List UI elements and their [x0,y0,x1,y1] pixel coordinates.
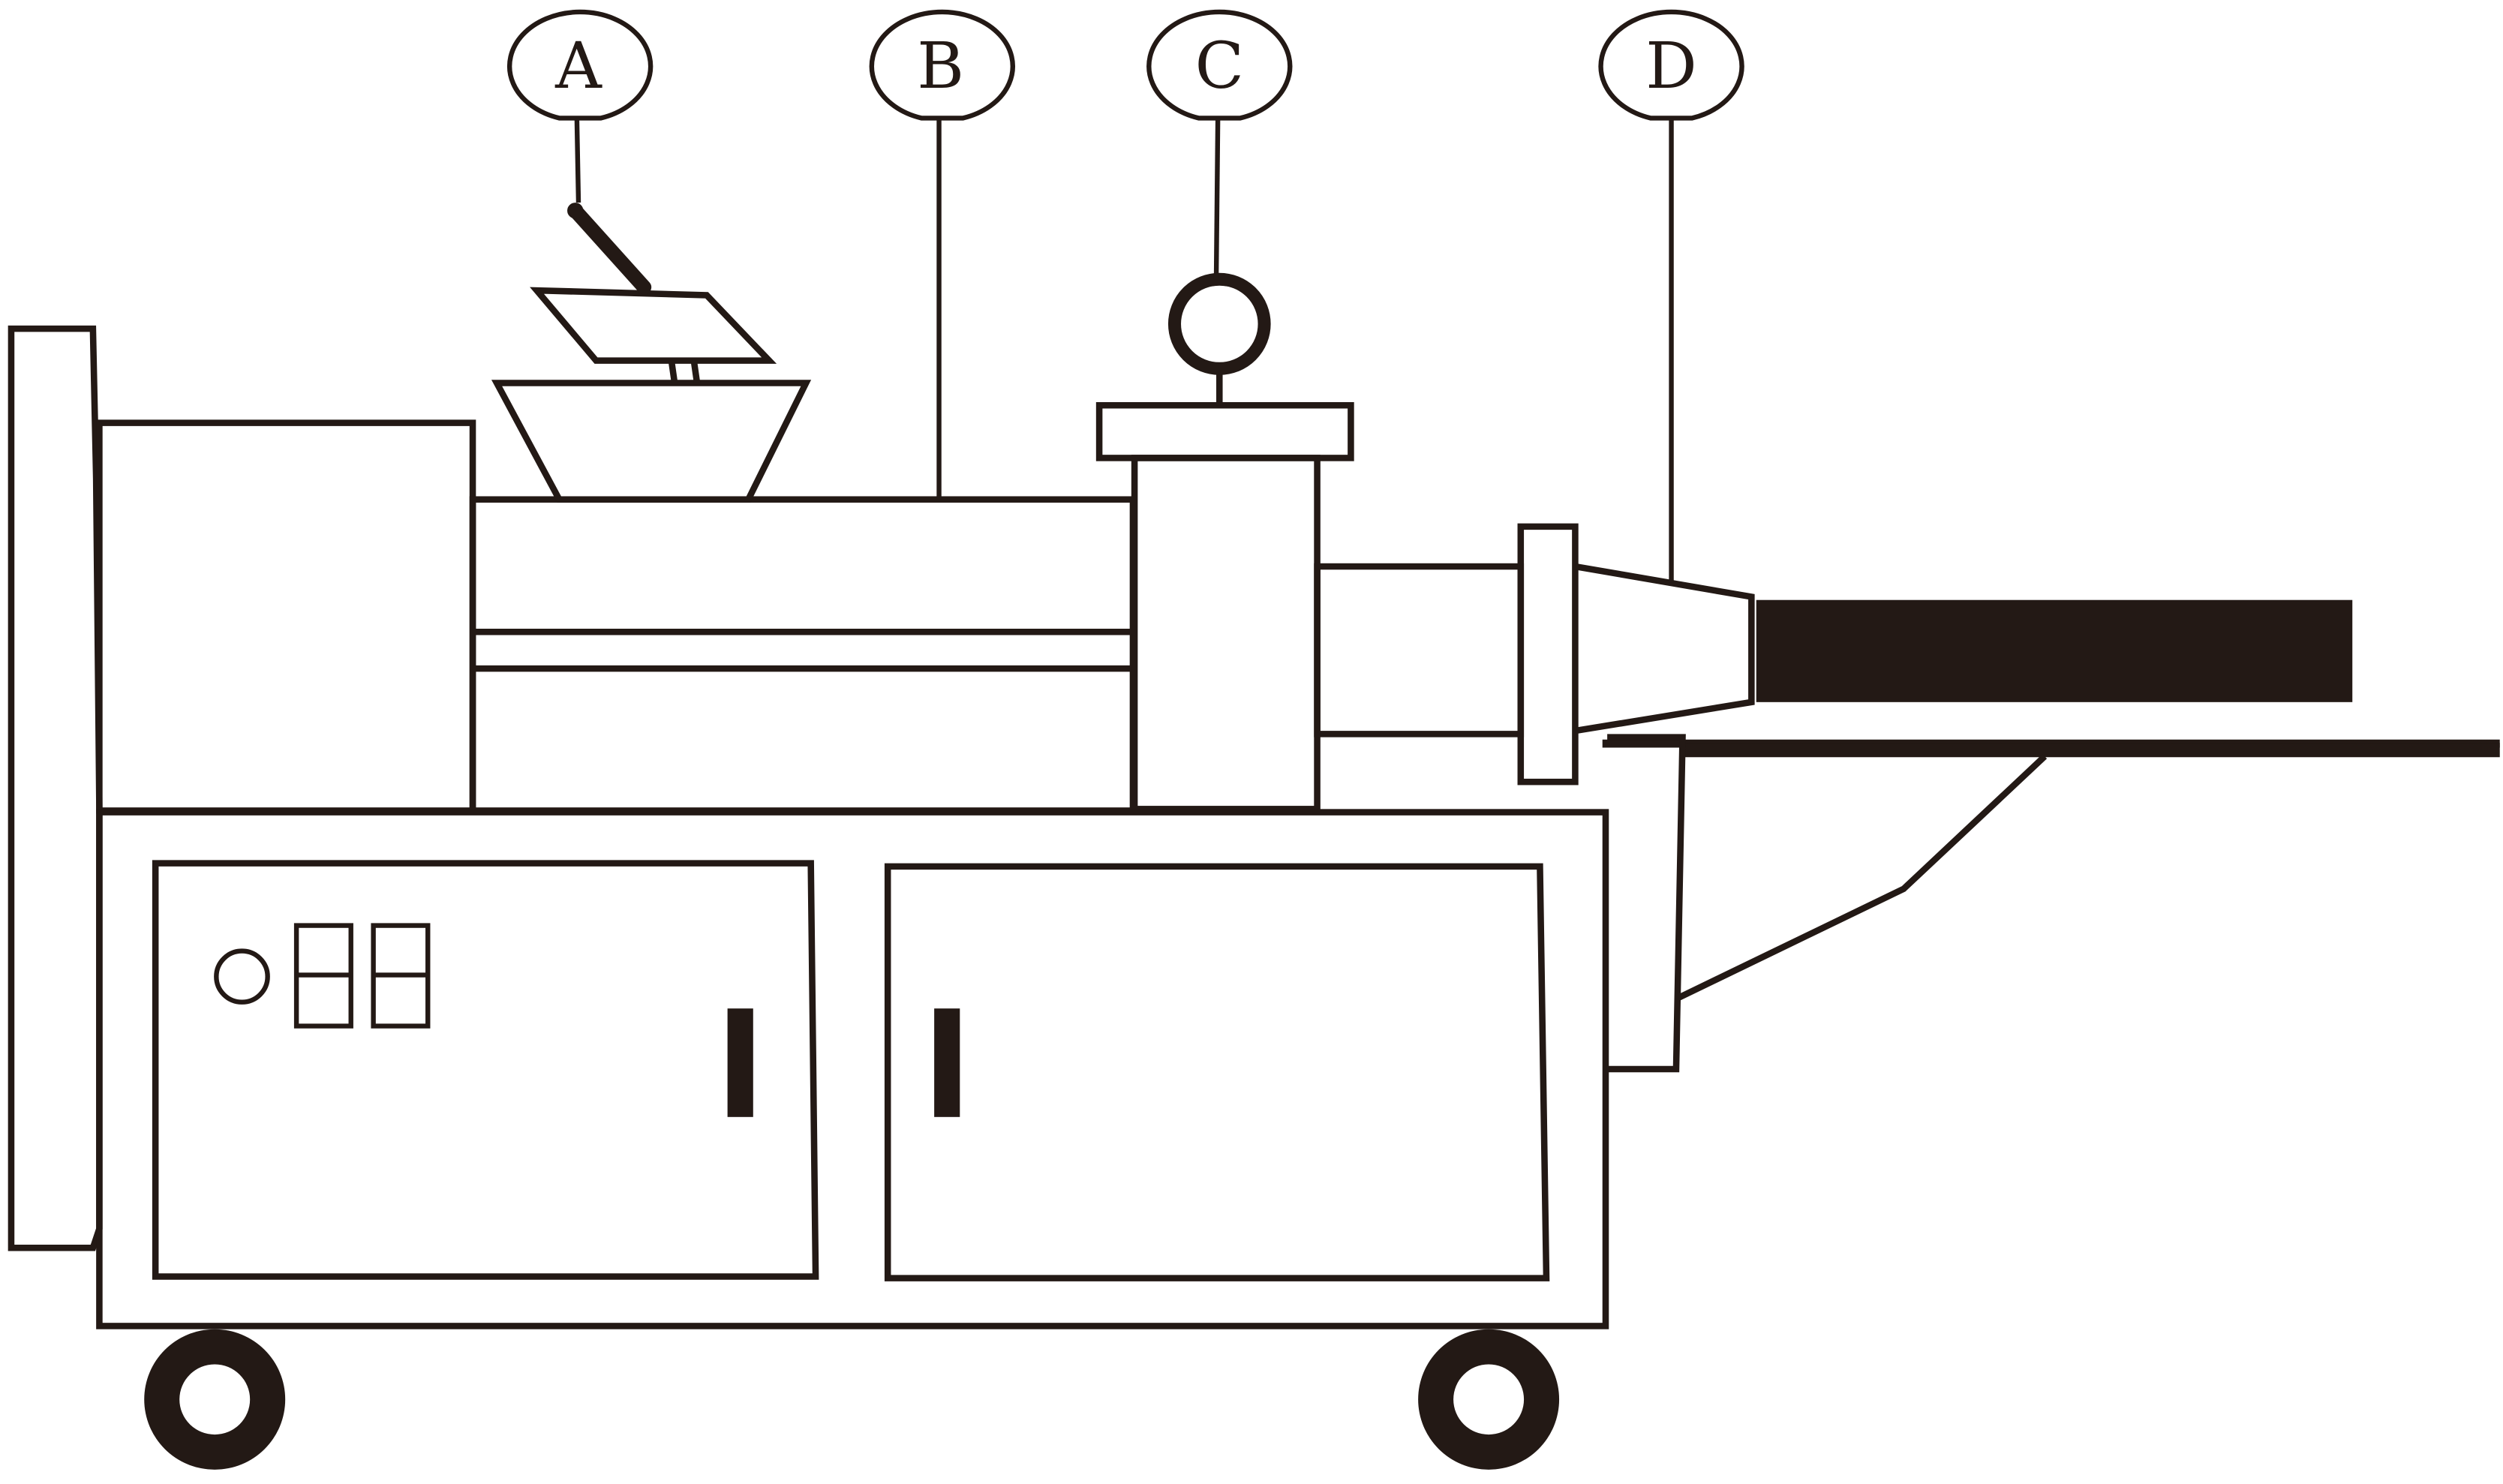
extruded-product [1756,599,2353,702]
support-rail [1602,734,2500,1073]
lower-cabinet [96,809,1609,1329]
hopper-lever [567,203,652,295]
flange [1517,523,1579,786]
callout-label-A: A [554,29,602,104]
right-door-handle [934,1008,960,1117]
left-wheel [144,1329,286,1470]
heating-block [1095,370,1354,813]
control-panel [214,923,431,1029]
left-cabinet-door [152,860,819,1280]
adapter-section [1314,563,1525,737]
callout-label-C: C [1195,29,1244,104]
callout-B [869,9,1015,121]
left-end-panel [8,325,103,1251]
right-wheel [1418,1329,1560,1470]
feed-hopper [491,287,812,503]
barrel-body [469,496,1137,814]
pressure-gauge [1167,272,1271,375]
callout-label-B: B [917,29,964,104]
callout-label-D: D [1645,29,1697,104]
leader-lines [574,118,1674,583]
die-cone [1574,563,1755,734]
callout-C [1146,9,1293,121]
callout-A [506,9,654,121]
callout-D [1598,9,1744,121]
right-cabinet-door [884,863,1550,1281]
motor-housing [96,419,476,814]
left-door-handle [727,1008,753,1117]
